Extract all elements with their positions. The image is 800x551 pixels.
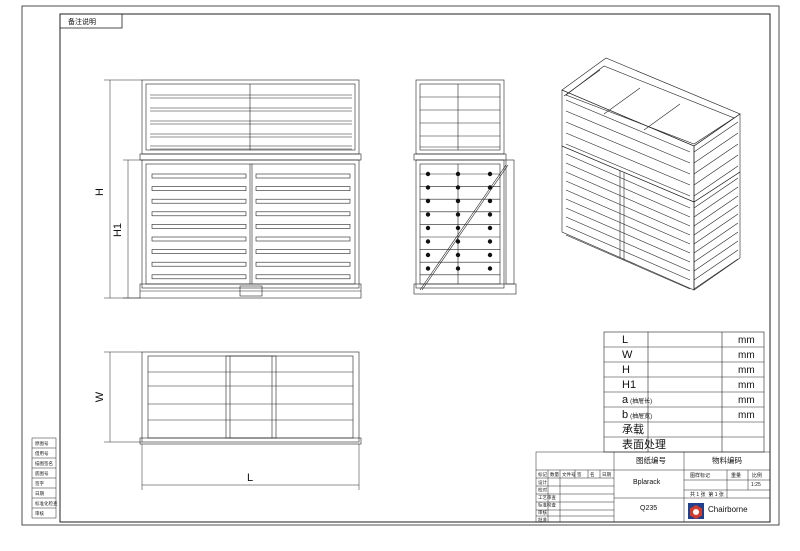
left-strip xyxy=(31,437,57,519)
title-block xyxy=(535,451,771,523)
spec-row-unit: mm xyxy=(738,395,755,406)
dim-label-l: L xyxy=(247,472,253,484)
spec-row-label: b(抽屉宽) xyxy=(622,409,652,421)
title-header-cell: 数量 xyxy=(550,471,559,478)
title-role-label: 批准 xyxy=(538,517,547,524)
title-role-label: 校对 xyxy=(538,487,547,494)
outer-border xyxy=(21,5,780,526)
left-strip-label: 底图号 xyxy=(35,470,49,477)
left-strip-label: 原图号 xyxy=(35,441,49,447)
title-header-cell: 日期 xyxy=(602,472,611,478)
spec-row-label: 表面处理 xyxy=(622,437,666,451)
left-strip-label: 日期 xyxy=(35,491,44,497)
title-role-label: 设计 xyxy=(538,479,547,486)
spec-row-label: W xyxy=(622,349,633,361)
left-strip-label: 审核 xyxy=(35,510,44,517)
spec-row-unit: mm xyxy=(738,350,755,361)
title-header-cell: 名 xyxy=(590,471,595,478)
dim-label-w: W xyxy=(94,391,106,402)
title-role-label: 标准检查 xyxy=(538,502,556,509)
spec-row-unit: mm xyxy=(738,365,755,376)
front-view-dimensions xyxy=(104,79,142,299)
title-header-cell: 签 xyxy=(577,471,582,477)
side-view-fasteners xyxy=(425,171,493,271)
title-header-cell: 标记 xyxy=(538,471,547,478)
top-view-dimensions xyxy=(104,351,360,490)
dim-label-h1: H1 xyxy=(112,223,124,237)
spec-row-label: L xyxy=(622,334,628,346)
spec-row-unit: mm xyxy=(738,410,755,421)
company-logo xyxy=(688,503,704,519)
spec-row-label: a(抽屉长) xyxy=(622,394,652,406)
corner-tab-label: 备注说明 xyxy=(68,17,96,26)
spec-row-label: 承载 xyxy=(622,423,644,436)
left-strip-label: 描图签名 xyxy=(35,460,53,467)
spec-row-label: H xyxy=(622,364,630,376)
title-role-label: 审核 xyxy=(538,509,547,516)
front-view xyxy=(139,79,362,299)
top-view xyxy=(139,351,362,445)
side-view xyxy=(413,79,517,295)
dim-label-h: H xyxy=(94,188,106,196)
left-strip-label: 标准化检查 xyxy=(35,500,58,507)
corner-tab-box xyxy=(59,13,123,29)
spec-row-label: H1 xyxy=(622,379,636,391)
spec-row-unit: mm xyxy=(738,380,755,391)
left-strip-label: 借用号 xyxy=(35,450,49,457)
isometric-view xyxy=(561,57,741,291)
title-role-label: 工艺审查 xyxy=(538,494,556,501)
drawing-frame xyxy=(59,13,771,523)
left-strip-label: 签字 xyxy=(35,480,44,486)
title-header-cell: 文件号 xyxy=(562,471,576,478)
spec-row-unit: mm xyxy=(738,335,755,346)
